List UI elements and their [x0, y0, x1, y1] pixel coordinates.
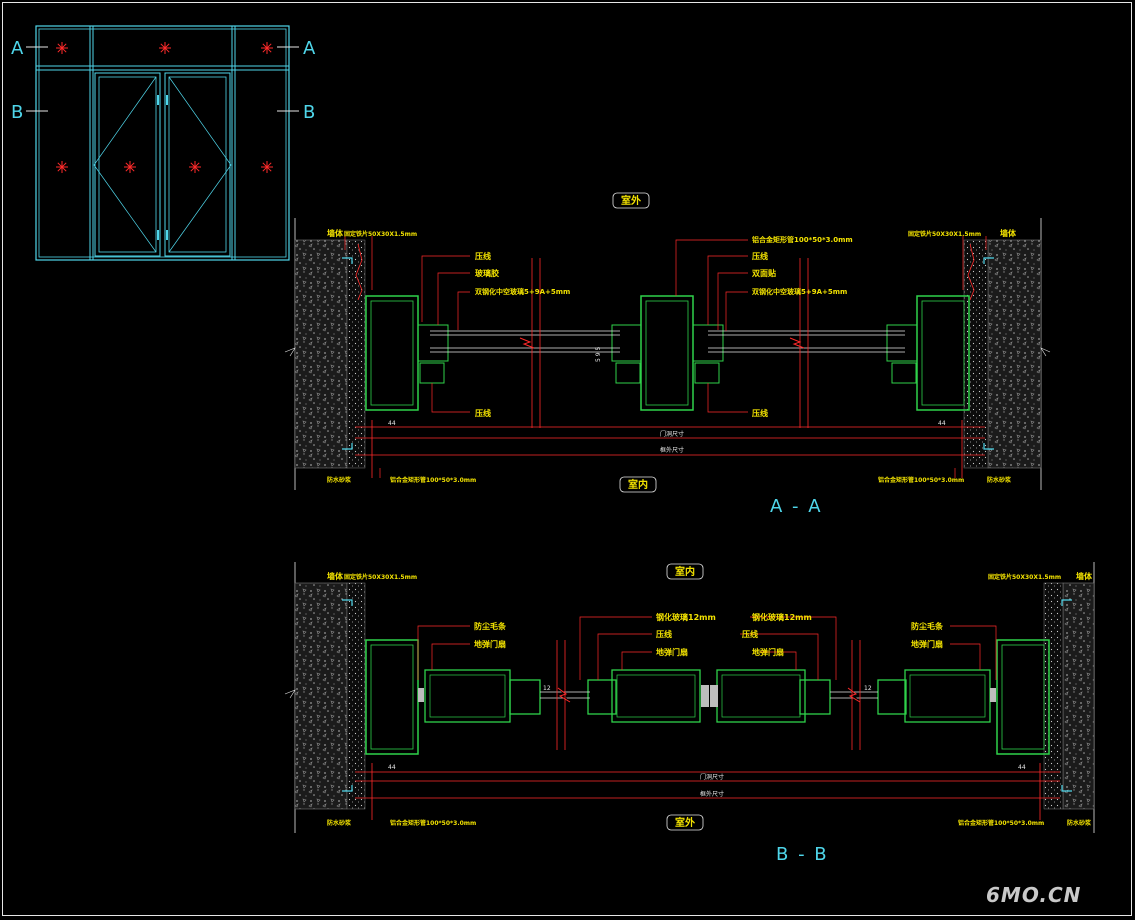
aa-wall-right-label: 墙体 [1000, 228, 1017, 238]
aa-double-glass-left-label: 双钢化中空玻璃5+9A+5mm [475, 287, 570, 296]
glass-marker-icon [56, 42, 273, 173]
bb-door-leaf-right-label: 地弹门扇 [911, 639, 943, 649]
aa-top-tag: 室外 [621, 194, 641, 207]
wall-right [987, 239, 1042, 469]
wall-right [1062, 582, 1095, 810]
section-mark-a-left: A [11, 38, 24, 59]
section-bb: 室内 室外 墙体 固定铁片50X30X1.5mm 防尘毛条 地弹门扇 钢化玻璃1… [284, 562, 1095, 865]
aa-section-title: A - A [770, 496, 823, 517]
aa-seal-right-label: 防水砂浆 [987, 476, 1012, 484]
bb-glass-left-label: 钢化玻璃12mm [656, 612, 716, 622]
aa-wall-left-label: 墙体 [327, 228, 344, 238]
section-mark-b-left: B [11, 102, 23, 123]
bb-dim-door: 门洞尺寸 [700, 773, 724, 781]
bb-dim-44-left: 44 [388, 764, 396, 771]
bb-fix-left-label: 固定铁片50X30X1.5mm [344, 573, 417, 581]
aa-dim-frame: 框外尺寸 [660, 446, 684, 454]
bb-press-left-label: 压线 [656, 629, 672, 639]
bb-seal-right-label: 防水砂浆 [1067, 819, 1092, 827]
aa-fix-left-label: 固定铁片50X30X1.5mm [344, 230, 417, 238]
aa-dim-44-right: 44 [938, 420, 946, 427]
bb-leaf-mid-left-label: 地弹门扇 [656, 647, 688, 657]
watermark: 6MO.CN [986, 883, 1081, 907]
bb-section-title: B - B [776, 844, 829, 865]
aa-double-glass-right-label: 双钢化中空玻璃5+9A+5mm [752, 287, 847, 296]
aa-alu-bottom-right-label: 铝合金矩形管100*50*3.0mm [878, 476, 964, 484]
aa-seal-left-label: 防水砂浆 [327, 476, 352, 484]
aa-glass-dims: 5 9 5 [595, 347, 602, 362]
aa-bottom-tag: 室内 [628, 478, 648, 491]
section-mark-a-right: A [303, 38, 316, 59]
aa-press-line-bottom-right-label: 压线 [752, 408, 768, 418]
aa-press-line-top-label: 压线 [475, 251, 491, 261]
bb-glass-right-label: 钢化玻璃12mm [752, 612, 812, 622]
wall-left [294, 239, 348, 469]
wall-left [294, 582, 348, 810]
bb-alu-bottom-right-label: 铝合金矩形管100*50*3.0mm [958, 819, 1044, 827]
bb-glass-12-left: 12 [543, 685, 551, 692]
bb-door-leaf-left-label: 地弹门扇 [474, 639, 506, 649]
aa-dim-door: 门洞尺寸 [660, 430, 684, 438]
bb-brush-right-label: 防尘毛条 [911, 621, 944, 631]
bb-glass-12-right: 12 [864, 685, 872, 692]
section-mark-b-right: B [303, 102, 315, 123]
aa-dim-44-left: 44 [388, 420, 396, 427]
bb-fix-right-label: 固定铁片50X30X1.5mm [988, 573, 1061, 581]
bb-leaf-mid-right-label: 地弹门扇 [752, 647, 784, 657]
aa-fix-right-label: 固定铁片50X30X1.5mm [908, 230, 981, 238]
aa-double-tape-label: 双面贴 [752, 268, 776, 278]
aa-glass-glue-label: 玻璃胶 [475, 268, 499, 278]
bb-dim-frame: 框外尺寸 [700, 790, 724, 798]
aa-alu-tube-label: 铝合金矩形管100*50*3.0mm [752, 235, 853, 244]
aa-alu-bottom-left-label: 铝合金矩形管100*50*3.0mm [390, 476, 476, 484]
bb-top-tag: 室内 [675, 565, 695, 578]
bb-alu-bottom-left-label: 铝合金矩形管100*50*3.0mm [390, 819, 476, 827]
bb-press-right-label: 压线 [742, 629, 758, 639]
aa-press-line-mid-label: 压线 [752, 251, 768, 261]
bb-wall-left-label: 墙体 [327, 571, 344, 581]
bb-brush-left-label: 防尘毛条 [474, 621, 507, 631]
bb-seal-left-label: 防水砂浆 [327, 819, 352, 827]
bb-wall-right-label: 墙体 [1076, 571, 1093, 581]
section-aa: 室外 室内 墙体 固定铁片50X30X1.5mm 压线 玻璃胶 双钢化中空玻璃5… [284, 192, 1051, 517]
center-alu-tube [640, 295, 694, 411]
door-elevation: A A B B [11, 25, 316, 261]
bb-dim-44-right: 44 [1018, 764, 1026, 771]
bb-bottom-tag: 室外 [675, 816, 695, 829]
aa-press-line-bottom-left-label: 压线 [475, 408, 491, 418]
